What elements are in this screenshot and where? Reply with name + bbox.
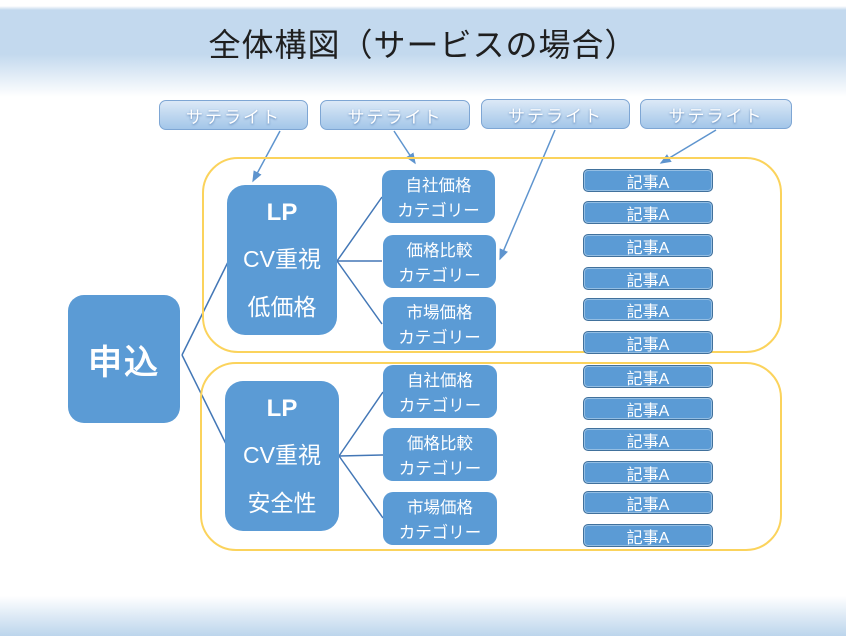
article-node: 記事A [583, 491, 713, 514]
article-node: 記事A [583, 428, 713, 451]
group-outline-cv-safety [200, 362, 782, 551]
category-node-2: 価格比較 カテゴリー [383, 235, 496, 288]
entry-label: 申込 [88, 343, 160, 382]
article-node: 記事A [583, 397, 713, 420]
title-banner: 全体構図（サービスの場合） [0, 0, 846, 97]
article-node: 記事A [583, 461, 713, 484]
article-node: 記事A [583, 267, 713, 290]
satellite-label: サテライト [668, 106, 764, 126]
slide-title: 全体構図（サービスの場合） [208, 27, 638, 63]
group-outline-cv-low-price [202, 157, 782, 353]
lp2-title: LP [266, 394, 298, 422]
article-label: 記事A [626, 174, 670, 192]
category-line2: カテゴリー [398, 524, 482, 543]
article-label: 記事A [626, 206, 670, 224]
article-label: 記事A [626, 433, 670, 451]
article-node: 記事A [583, 331, 713, 354]
article-label: 記事A [626, 303, 670, 321]
lp1-line2: CV重視 [243, 246, 321, 272]
article-label: 記事A [626, 466, 670, 484]
satellite-node-4: サテライト [640, 99, 792, 129]
article-label: 記事A [626, 370, 670, 388]
category-line1: 自社価格 [407, 371, 473, 390]
category-node-1: 自社価格 カテゴリー [382, 170, 495, 223]
article-label: 記事A [626, 496, 670, 514]
article-label: 記事A [626, 239, 670, 257]
article-node: 記事A [583, 169, 713, 192]
satellite-label: サテライト [347, 107, 443, 127]
satellite-node-1: サテライト [159, 100, 308, 130]
entry-node-moushikomi: 申込 [68, 295, 180, 423]
satellite-label: サテライト [186, 107, 281, 127]
article-node: 記事A [583, 298, 713, 321]
article-label: 記事A [626, 402, 670, 420]
lp2-line3: 安全性 [247, 489, 317, 516]
lp2-line2: CV重視 [243, 442, 321, 468]
category-line2: カテゴリー [398, 329, 481, 348]
category-line1: 価格比較 [406, 241, 473, 260]
satellite-node-2: サテライト [320, 100, 470, 130]
category-node-6: 市場価格 カテゴリー [383, 492, 497, 545]
article-label: 記事A [626, 529, 670, 547]
lp-node-2: LP CV重視 安全性 [225, 381, 339, 531]
category-line1: 市場価格 [407, 498, 473, 517]
article-node: 記事A [583, 201, 713, 224]
lp1-title: LP [266, 198, 298, 226]
category-node-5: 価格比較 カテゴリー [383, 428, 497, 481]
article-node: 記事A [583, 234, 713, 257]
article-label: 記事A [626, 272, 670, 290]
category-node-4: 自社価格 カテゴリー [383, 365, 497, 418]
article-node: 記事A [583, 524, 713, 547]
category-line2: カテゴリー [398, 397, 482, 416]
category-line1: 価格比較 [407, 434, 473, 453]
lp1-line3: 低価格 [247, 293, 317, 320]
category-line2: カテゴリー [398, 267, 481, 286]
category-line1: 自社価格 [405, 176, 472, 195]
satellite-node-3: サテライト [481, 99, 630, 129]
lp-node-1: LP CV重視 低価格 [227, 185, 337, 335]
footer-gradient-band [0, 596, 846, 636]
category-line2: カテゴリー [398, 460, 482, 479]
satellite-label: サテライト [508, 106, 603, 126]
category-line1: 市場価格 [406, 303, 473, 322]
article-label: 記事A [626, 336, 670, 354]
article-node: 記事A [583, 365, 713, 388]
category-node-3: 市場価格 カテゴリー [383, 297, 496, 350]
category-line2: カテゴリー [397, 202, 480, 221]
